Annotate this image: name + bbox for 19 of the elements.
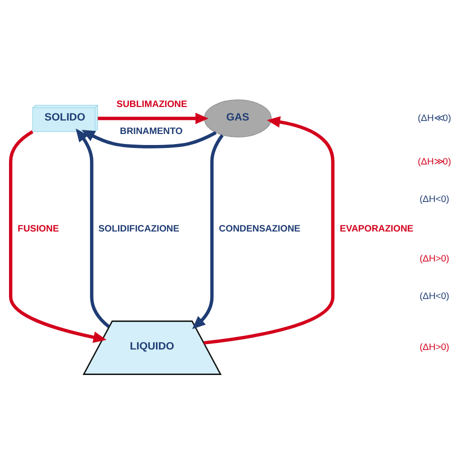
edge-label: SUBLIMAZIONE [116,98,188,109]
arrow [98,112,209,124]
label: (ΔH>0) [420,254,450,264]
arrow [204,116,334,344]
label: (ΔH≪0) [418,112,452,123]
label: (ΔH>0) [420,342,450,352]
edge-label: SOLIDIFICAZIONE [98,223,180,234]
arrow [192,134,224,330]
edge-label: BRINAMENTO [120,126,183,136]
label: (ΔH<0) [420,194,450,204]
node-ellipse: GAS [204,99,272,138]
edge-label: EVAPORAZIONE [340,223,414,234]
label: (ΔH≫0) [418,156,452,167]
arrow [9,130,107,343]
label: (ΔH<0) [420,290,450,301]
edge-label: CONDENSAZIONE [218,223,300,234]
edge-label: FUSIONE [18,223,59,234]
arrow [76,128,110,328]
arrow [82,130,217,148]
